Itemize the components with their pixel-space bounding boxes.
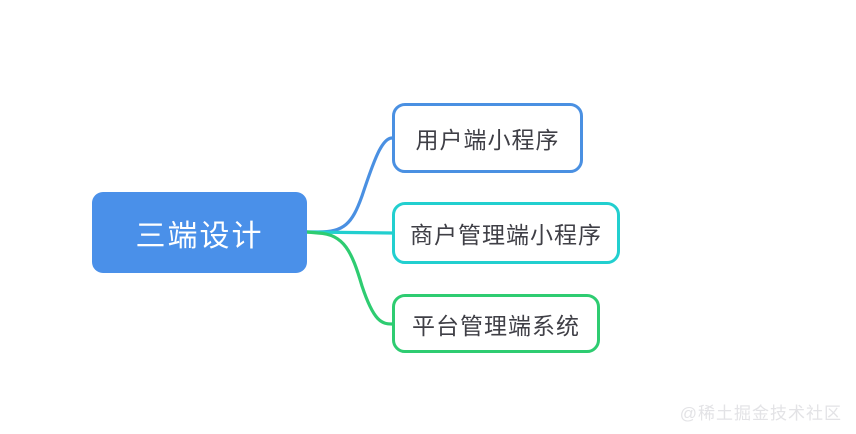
mindmap-node-label: 用户端小程序 xyxy=(415,127,560,153)
mindmap-node-label: 商户管理端小程序 xyxy=(410,222,602,248)
connector-to-child-0 xyxy=(305,136,394,234)
mindmap-root-node[interactable]: 三端设计 xyxy=(92,192,307,273)
mindmap-node-platform-admin-system[interactable]: 平台管理端系统 xyxy=(392,294,600,353)
watermark: @稀土掘金技术社区 xyxy=(679,404,842,423)
mindmap-root-label: 三端设计 xyxy=(135,219,264,253)
mindmap-node-user-miniprogram[interactable]: 用户端小程序 xyxy=(392,103,583,173)
connector-to-child-2 xyxy=(305,230,394,326)
mindmap-node-merchant-admin-miniprogram[interactable]: 商户管理端小程序 xyxy=(392,202,620,264)
mindmap-node-label: 平台管理端系统 xyxy=(412,312,580,339)
